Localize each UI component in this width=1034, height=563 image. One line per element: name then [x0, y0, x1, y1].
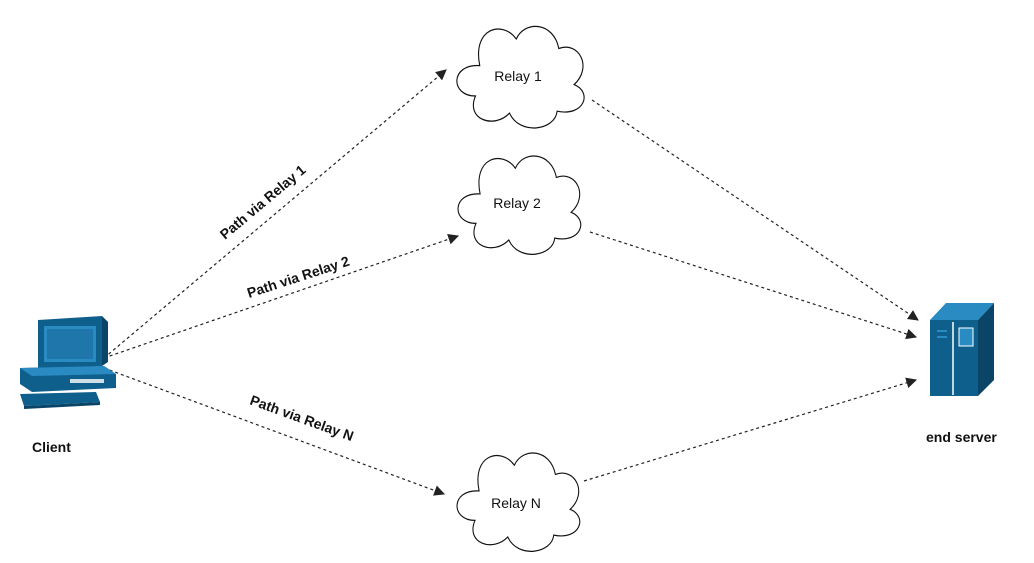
- edge-relay1-server: [591, 99, 919, 321]
- edge-label-pathN: Path via Relay N: [248, 392, 356, 444]
- edge-relayN-server: [583, 377, 918, 482]
- server-label: end server: [926, 429, 997, 445]
- edge-client-relay2: [103, 234, 460, 359]
- edge-relay2-server: [589, 231, 918, 340]
- relay-n-label: Relay N: [491, 495, 541, 511]
- edge-client-relayN: [103, 367, 446, 496]
- edge-label-path1: Path via Relay 1: [217, 161, 309, 242]
- relay-2-node: Relay 2: [457, 155, 582, 255]
- relay-2-label: Relay 2: [493, 195, 541, 211]
- relay-1-node: Relay 1: [456, 25, 585, 129]
- edge-client-relay1: [103, 69, 447, 359]
- server-tower-icon: [930, 303, 994, 396]
- relay-1-label: Relay 1: [494, 68, 542, 84]
- edge-label-path2: Path via Relay 2: [245, 253, 352, 301]
- client-label: Client: [32, 439, 71, 455]
- client-node: Client: [20, 316, 116, 455]
- cloud-icon: [456, 25, 585, 129]
- desktop-computer-icon: [20, 316, 116, 409]
- cloud-icon: [457, 155, 582, 255]
- relay-n-node: Relay N: [456, 452, 581, 552]
- server-node: end server: [926, 303, 997, 445]
- cloud-icon: [456, 452, 581, 552]
